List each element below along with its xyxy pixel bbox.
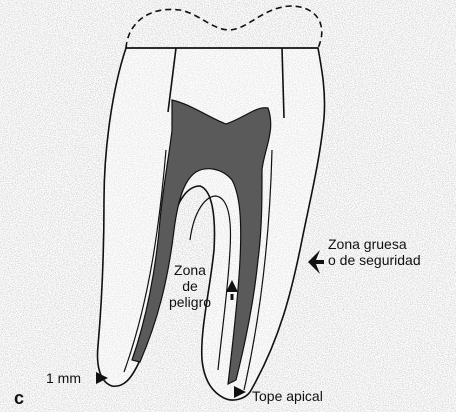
panel-letter: c xyxy=(14,390,24,406)
danger-zone-label-line1: Zona xyxy=(160,262,220,278)
danger-zone-label-line3: peligro xyxy=(160,294,220,310)
thick-zone-label: Zona gruesa o de seguridad xyxy=(328,236,421,268)
danger-zone-label-line2: de xyxy=(160,278,220,294)
danger-zone-label: Zona de peligro xyxy=(160,262,220,310)
thick-zone-label-line1: Zona gruesa xyxy=(328,236,421,252)
one-mm-label: 1 mm xyxy=(46,370,81,386)
thick-zone-label-line2: o de seguridad xyxy=(328,252,421,268)
apical-stop-label: Tope apical xyxy=(252,388,323,404)
